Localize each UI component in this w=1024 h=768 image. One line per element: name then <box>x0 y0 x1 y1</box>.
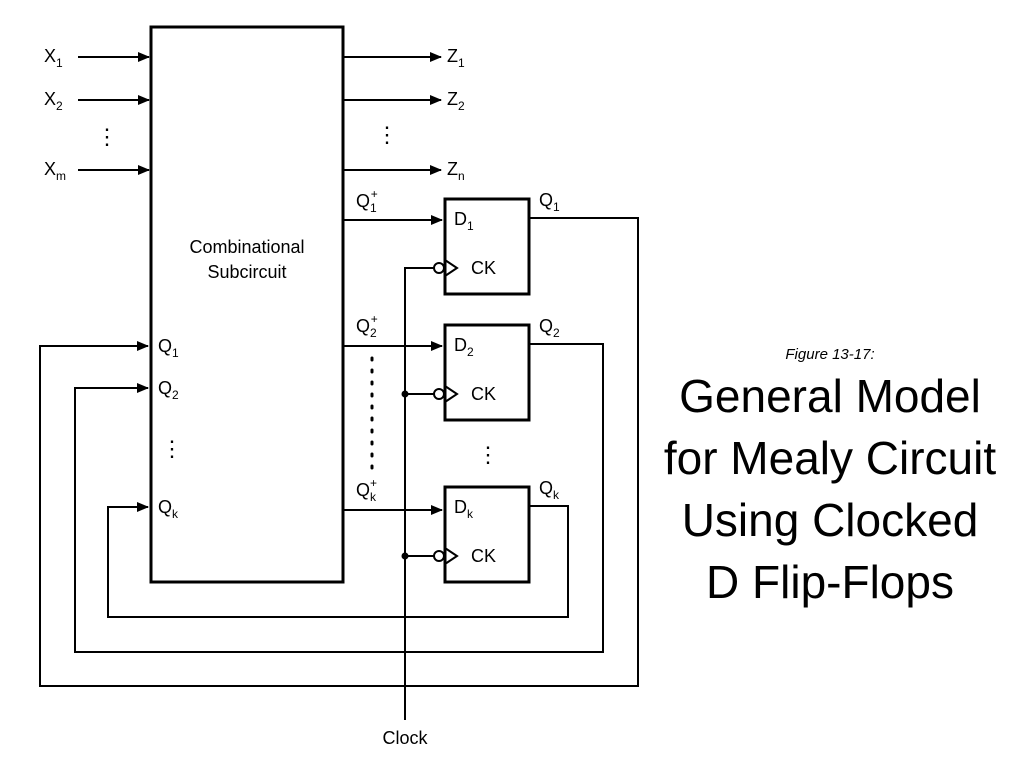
state-input-qk-label: Qk <box>158 497 179 521</box>
feedback-qk-wire <box>107 502 569 618</box>
input-ellipsis: ⋮ <box>96 124 118 149</box>
next-state-q1-label: Q1+ <box>356 187 378 215</box>
flipflop-2-box <box>443 323 531 422</box>
flipflop-1-clock-bubble <box>433 262 445 274</box>
flipflop-1-clock-triangle <box>444 259 459 277</box>
flipflop-2-clock-triangle <box>444 385 459 403</box>
flipflop-2-d-label: D2 <box>454 335 474 359</box>
clock-junction-ffk <box>401 552 409 560</box>
combinational-label-line1: Combinational <box>189 237 304 257</box>
output-zn-label: Zn <box>447 159 465 183</box>
figure-caption: Figure 13-17: General Model for Mealy Ci… <box>660 346 1000 613</box>
feedback-q2-wire <box>74 343 604 653</box>
clock-label: Clock <box>382 728 428 748</box>
flipflop-k-q-label: Qk <box>539 478 560 502</box>
flipflop-k-d-label: Dk <box>454 497 474 521</box>
combinational-subcircuit-block <box>149 25 345 584</box>
combinational-label-line2: Subcircuit <box>207 262 286 282</box>
output-z1-label: Z1 <box>447 46 465 70</box>
flipflop-k-box <box>443 485 531 584</box>
flipflop-ellipsis: ⋮ <box>477 442 499 467</box>
input-xm-label: Xm <box>44 159 66 183</box>
input-x1-label: X1 <box>44 46 63 70</box>
flipflop-2-clock-bubble <box>433 388 445 400</box>
flipflop-1-d-label: D1 <box>454 209 474 233</box>
flipflop-1-box <box>443 197 531 296</box>
flipflop-k-clock-bubble <box>433 550 445 562</box>
state-input-q1-label: Q1 <box>158 336 179 360</box>
output-z2-label: Z2 <box>447 89 465 113</box>
flipflop-2-ck-label: CK <box>471 384 496 404</box>
state-input-q2-label: Q2 <box>158 378 179 402</box>
next-state-q2-label: Q2+ <box>356 312 378 340</box>
flipflop-k-clock-triangle <box>444 547 459 565</box>
flipflop-k-ck-label: CK <box>471 546 496 566</box>
clock-junction-ff2 <box>401 390 409 398</box>
input-x2-label: X2 <box>44 89 63 113</box>
state-input-ellipsis: ⋮ <box>161 436 183 461</box>
flipflop-1-ck-label: CK <box>471 258 496 278</box>
feedback-q1-wire <box>39 217 639 687</box>
clock-wire <box>404 267 434 720</box>
figure-title: General Model for Mealy Circuit Using Cl… <box>663 370 997 608</box>
flipflop-1-q-label: Q1 <box>539 190 560 214</box>
flipflop-2-q-label: Q2 <box>539 316 560 340</box>
output-ellipsis: ⋮ <box>376 122 398 147</box>
figure-number-label: Figure 13-17: <box>785 346 875 363</box>
next-state-qk-label: Qk+ <box>356 476 377 504</box>
